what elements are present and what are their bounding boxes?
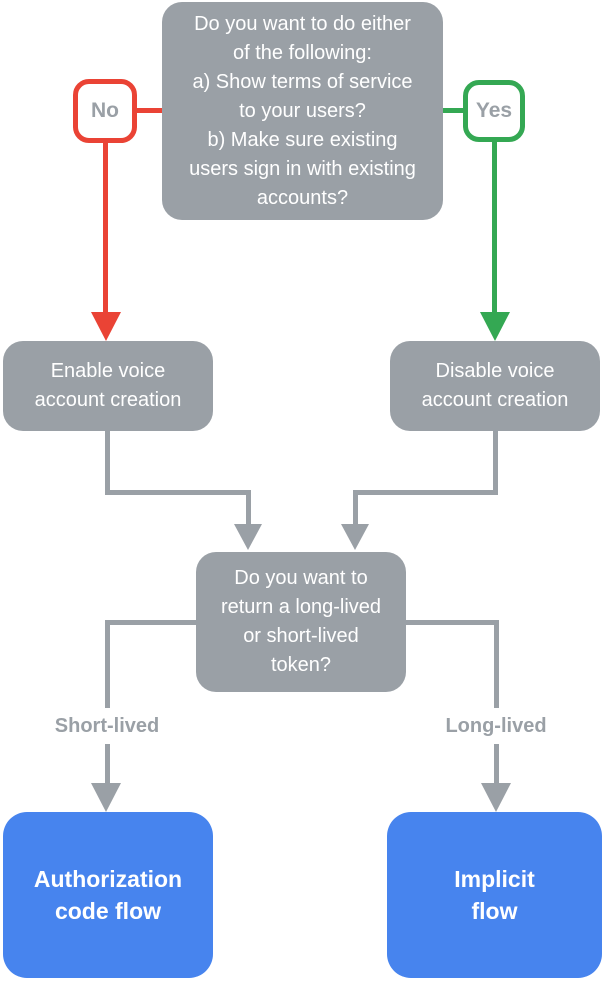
node-authorization-code-flow: Authorization code flow [3,812,213,978]
connector-disable-down [493,431,498,492]
node-enable-voice-account-creation: Enable voice account creation [3,341,213,431]
node-question-token-lifetime: Do you want to return a long-lived or sh… [196,552,406,692]
node-implicit-flow-text: Implicit flow [454,866,535,924]
branch-label-long-lived-text: Long-lived [445,714,547,737]
decision-chip-no: No [73,79,137,143]
decision-chip-no-text: No [91,99,119,122]
arrowhead-yes-icon [480,312,510,341]
arrowhead-longlived-icon [481,783,511,812]
node-question-terms-of-service: Do you want to do either of the followin… [162,2,443,220]
decision-chip-yes: Yes [463,80,525,142]
node-question-token-lifetime-text: Do you want to return a long-lived or sh… [220,567,382,676]
connector-disable-across [353,490,498,495]
branch-label-short-lived-text: Short-lived [54,714,160,737]
connector-shortlived-vertical [105,620,110,784]
connector-disable-drop [353,490,358,526]
connector-shortlived-horizontal [105,620,196,625]
connector-no-horizontal [137,108,162,113]
connector-yes-vertical [492,142,497,312]
node-question-terms-of-service-text: Do you want to do either of the followin… [189,12,416,209]
node-disable-text: Disable voice account creation [421,360,569,411]
arrowhead-enable-icon [234,524,262,550]
connector-enable-across [105,490,251,495]
arrowhead-shortlived-icon [91,783,121,812]
branch-label-long-lived: Long-lived [412,708,580,744]
connector-longlived-horizontal [406,620,498,625]
connector-no-vertical [103,143,108,313]
connector-enable-drop [246,490,251,526]
node-disable-voice-account-creation: Disable voice account creation [390,341,600,431]
arrowhead-disable-icon [341,524,369,550]
node-authorization-code-flow-text: Authorization code flow [33,866,183,924]
connector-longlived-vertical [494,620,499,784]
connector-enable-down [105,431,110,492]
decision-chip-yes-text: Yes [475,99,513,122]
connector-yes-horizontal [443,108,463,113]
node-enable-text: Enable voice account creation [34,360,182,411]
branch-label-short-lived: Short-lived [22,708,192,744]
arrowhead-no-icon [91,312,121,341]
node-implicit-flow: Implicit flow [387,812,602,978]
